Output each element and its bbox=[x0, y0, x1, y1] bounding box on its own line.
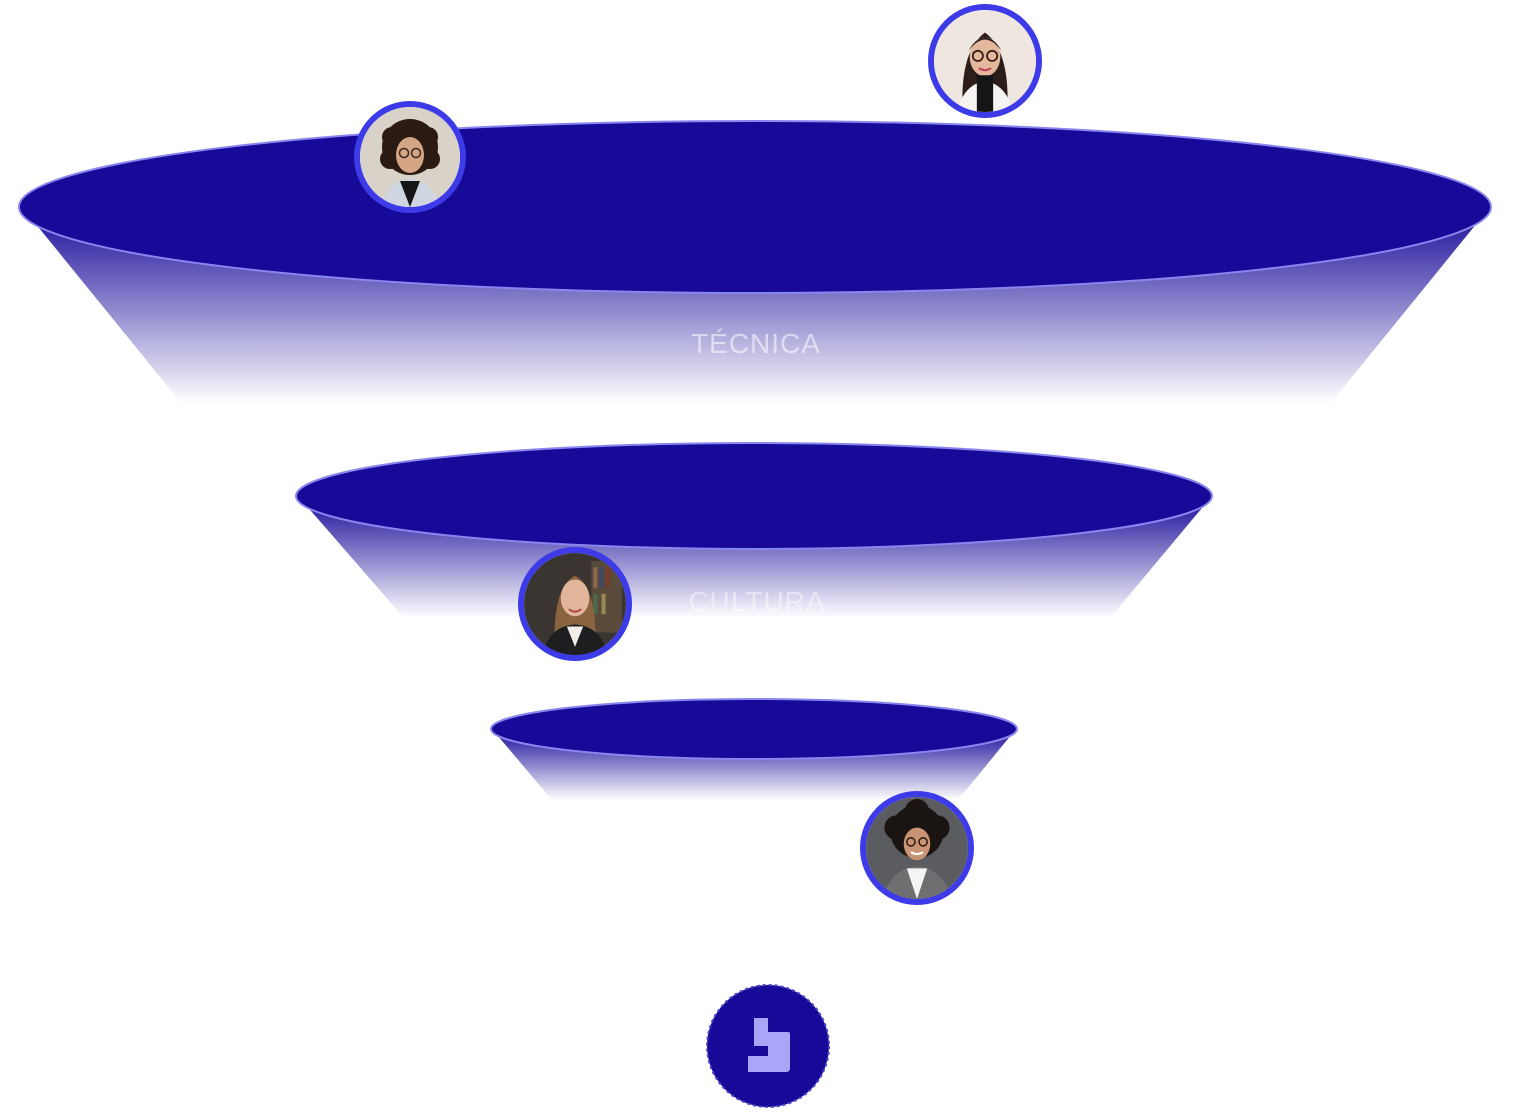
person-photo-icon bbox=[524, 553, 626, 655]
avatar bbox=[860, 791, 974, 905]
brand-logo bbox=[706, 984, 830, 1108]
person-photo-icon bbox=[934, 10, 1036, 112]
brand-logo-icon bbox=[706, 984, 830, 1108]
avatar bbox=[928, 4, 1042, 118]
funnel-stage-1 bbox=[18, 120, 1492, 404]
funnel-stage-1-top bbox=[18, 120, 1492, 294]
funnel-stage-3 bbox=[490, 698, 1018, 800]
funnel-stage-2-top bbox=[295, 442, 1213, 550]
avatar bbox=[354, 101, 466, 213]
stage-label-tecnica: TÉCNICA bbox=[691, 328, 821, 359]
stage-label-cultura: CULTURA bbox=[688, 586, 826, 617]
person-photo-icon bbox=[866, 797, 968, 899]
funnel-stage-3-top bbox=[490, 698, 1018, 760]
avatar bbox=[518, 547, 632, 661]
person-photo-icon bbox=[360, 107, 460, 207]
funnel-stage-2 bbox=[295, 442, 1213, 618]
